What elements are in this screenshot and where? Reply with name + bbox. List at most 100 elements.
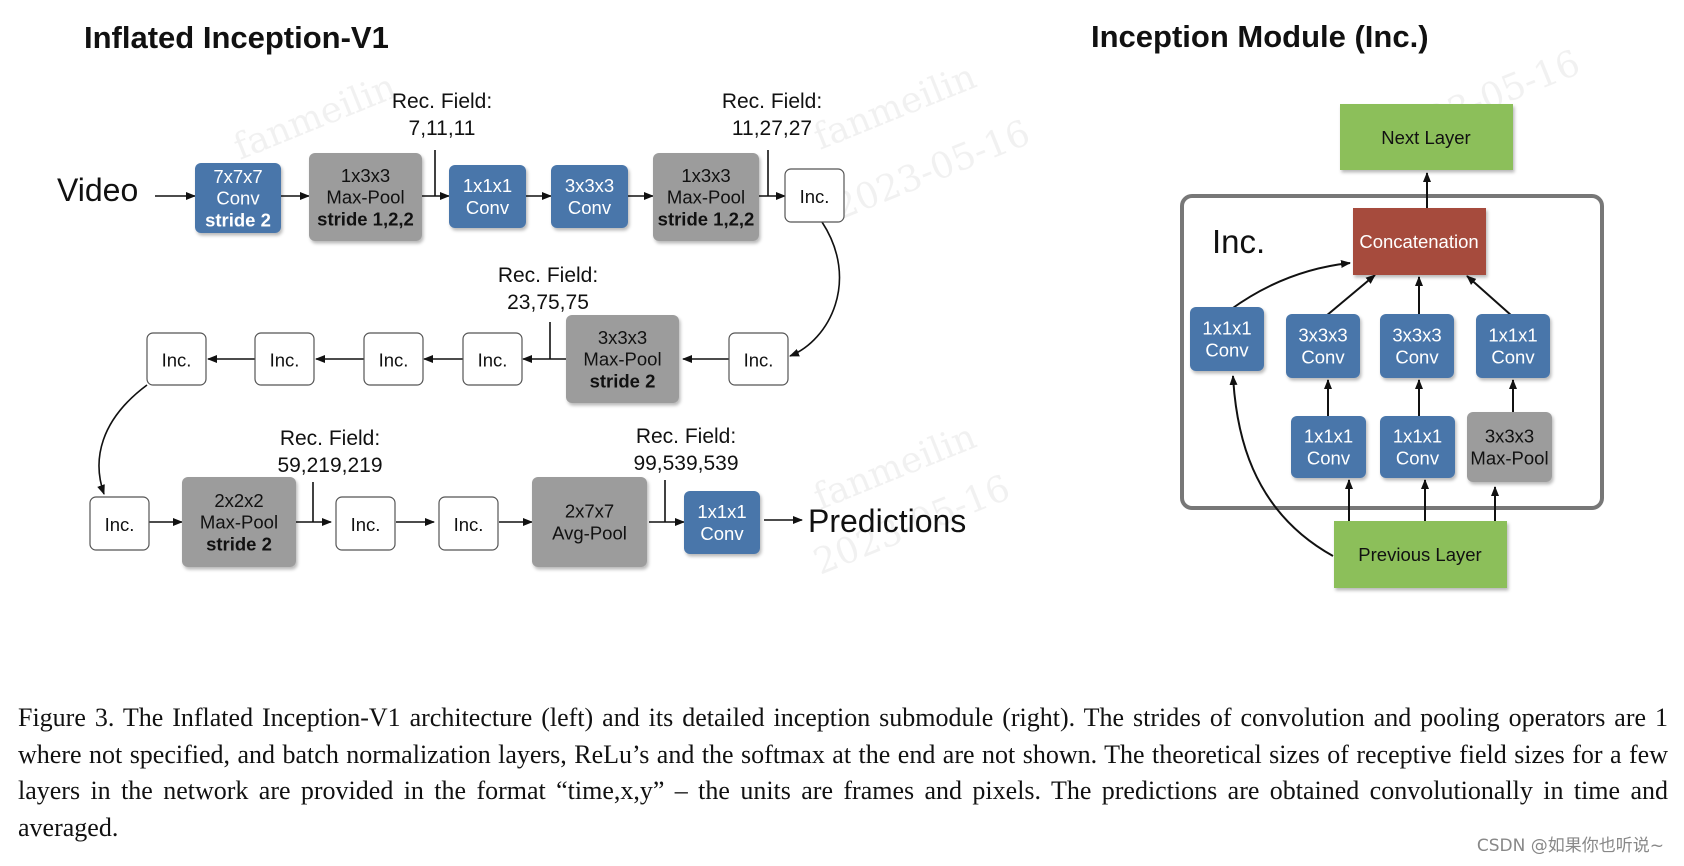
rec-field-5: Rec. Field: 99,539,539 — [633, 425, 738, 475]
rec-field-1: Rec. Field: 7,11,11 — [392, 90, 492, 140]
rec-field-title: Rec. Field: — [392, 90, 492, 113]
block-rect — [1476, 314, 1550, 378]
block-label: 2x7x7 — [565, 501, 614, 522]
block-label: Inc. — [270, 350, 300, 371]
block-label: Max-Pool — [1470, 448, 1548, 469]
block-stride-label: stride 1,2,2 — [317, 208, 414, 229]
block-rect — [784, 168, 845, 223]
block-rect — [438, 496, 499, 551]
block-label: Conv — [1205, 340, 1249, 361]
block-label: 1x1x1 — [1488, 325, 1537, 346]
block-label: Conv — [1395, 347, 1439, 368]
block-label: 1x3x3 — [341, 165, 390, 186]
block-rect — [1380, 314, 1454, 378]
block-label: 1x1x1 — [1304, 426, 1353, 447]
previous-layer-rect — [1334, 521, 1507, 588]
block-label: Conv — [466, 197, 510, 218]
block-rect — [309, 153, 422, 241]
block-label: 1x1x1 — [1202, 318, 1251, 339]
block-label: 3x3x3 — [1298, 325, 1347, 346]
block-label: Conv — [1491, 347, 1535, 368]
block-label: 1x1x1 — [697, 501, 746, 522]
block-label: 7x7x7 — [213, 166, 262, 187]
block-rect — [195, 163, 281, 233]
block-rect — [462, 332, 523, 386]
previous-layer-label: Previous Layer — [1358, 544, 1481, 565]
next-layer-box: Next Layer — [1340, 104, 1513, 170]
block-rect — [335, 496, 396, 551]
arrow — [1466, 275, 1513, 317]
block-rect — [684, 491, 760, 554]
block-rect — [1291, 416, 1366, 478]
inc-module-label: Inc. — [1212, 223, 1265, 260]
block-label: Max-Pool — [326, 187, 404, 208]
block-label: 2x2x2 — [214, 490, 263, 511]
inc-block: Inc. — [254, 332, 315, 386]
concatenation-label: Concatenation — [1359, 231, 1478, 252]
block-stride-label: stride 2 — [206, 533, 272, 554]
rec-field-value: 99,539,539 — [633, 452, 738, 475]
architecture-diagram: fanmeilin fanmeilin 2023-05-16 fanmeilin… — [57, 19, 1604, 588]
block-rect — [1286, 314, 1360, 378]
block-rect — [566, 315, 679, 403]
rec-field-title: Rec. Field: — [636, 425, 736, 448]
block-label: Avg-Pool — [552, 523, 627, 544]
inc-block: Inc. — [438, 496, 499, 551]
block-label: Inc. — [478, 350, 508, 371]
block-label: 1x3x3 — [681, 165, 730, 186]
block-label: Conv — [568, 197, 612, 218]
block-label: 3x3x3 — [565, 175, 614, 196]
block-label: Conv — [700, 523, 744, 544]
block-label: Inc. — [800, 186, 830, 207]
inception-module-frame — [1180, 194, 1604, 510]
block-label: Conv — [1396, 448, 1440, 469]
rec-field-4: Rec. Field: 59,219,219 — [277, 427, 382, 477]
arrow-curve — [789, 221, 841, 357]
predictions-label: Predictions — [808, 503, 966, 539]
inc-block: Inc. — [462, 332, 523, 386]
block-rect — [1190, 307, 1264, 371]
block-rect — [254, 332, 315, 386]
block-stride-label: stride 1,2,2 — [658, 208, 755, 229]
arrow-curve — [97, 384, 148, 495]
block-label: Conv — [216, 188, 260, 209]
block-label: 1x1x1 — [463, 175, 512, 196]
inc-block: Inc. — [335, 496, 396, 551]
arrow-curve — [1229, 375, 1334, 557]
block-label: Inc. — [454, 514, 484, 535]
module-arrows — [1229, 172, 1517, 557]
block-stride-label: stride 2 — [590, 370, 656, 391]
block-label: Inc. — [744, 350, 774, 371]
video-label: Video — [57, 172, 138, 208]
block-rect — [182, 477, 296, 567]
block-label: 3x3x3 — [1485, 426, 1534, 447]
block-rect — [1380, 416, 1455, 478]
next-layer-rect — [1340, 104, 1513, 170]
inc-block: Inc. — [146, 332, 207, 386]
block-label: 1x1x1 — [1393, 426, 1442, 447]
block-label: Inc. — [379, 350, 409, 371]
block-label: Conv — [1301, 347, 1345, 368]
block-label: Max-Pool — [583, 349, 661, 370]
inc-block: Inc. — [89, 496, 150, 551]
rec-field-value: 23,75,75 — [507, 291, 589, 314]
rec-field-value: 7,11,11 — [409, 117, 476, 140]
block-rect — [551, 165, 628, 228]
block-rect — [728, 332, 789, 386]
inc-block: Inc. — [784, 168, 845, 223]
flow-arrows — [97, 150, 841, 526]
block-label: Inc. — [162, 350, 192, 371]
block-label: Inc. — [105, 514, 135, 535]
